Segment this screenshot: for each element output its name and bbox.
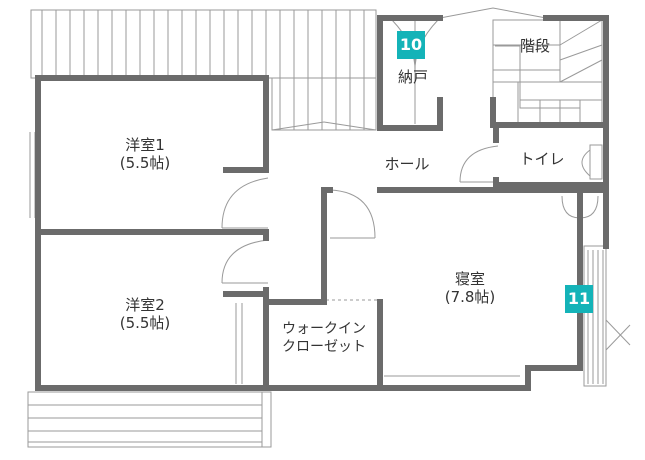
room-western2-size: (5.5帖) bbox=[119, 314, 171, 332]
room-stairs: 階段 bbox=[510, 37, 560, 55]
room-toilet-name: トイレ bbox=[519, 150, 565, 168]
room-hall: ホール bbox=[372, 155, 442, 173]
room-hall-name: ホール bbox=[384, 155, 430, 173]
balcony-drawing bbox=[583, 245, 631, 387]
balcony-number-badge: 11 bbox=[565, 285, 593, 313]
room-closet: 納戸 bbox=[388, 68, 438, 86]
room-stairs-name: 階段 bbox=[519, 37, 550, 55]
closet-number-badge: 10 bbox=[397, 31, 425, 59]
room-western1-name: 洋室1 bbox=[125, 136, 165, 154]
room-western2: 洋室2 (5.5帖) bbox=[100, 296, 190, 332]
room-western1: 洋室1 (5.5帖) bbox=[100, 136, 190, 172]
room-walkin-closet: ウォークイン クローゼット bbox=[268, 320, 380, 356]
room-bedroom: 寝室 (7.8帖) bbox=[425, 270, 515, 306]
upper-roof bbox=[30, 9, 377, 131]
stairs-drawing bbox=[492, 19, 603, 126]
room-walkin-line2: クローゼット bbox=[282, 339, 366, 355]
room-closet-name: 納戸 bbox=[397, 68, 428, 86]
lower-roof bbox=[27, 391, 272, 448]
room-bedroom-name: 寝室 bbox=[454, 270, 485, 288]
room-walkin-line1: ウォークイン bbox=[282, 321, 366, 337]
room-toilet: トイレ bbox=[512, 150, 572, 168]
room-bedroom-size: (7.8帖) bbox=[444, 288, 496, 306]
room-western2-name: 洋室2 bbox=[125, 296, 165, 314]
fixtures bbox=[29, 7, 603, 384]
walls bbox=[35, 15, 609, 391]
room-western1-size: (5.5帖) bbox=[119, 154, 171, 172]
